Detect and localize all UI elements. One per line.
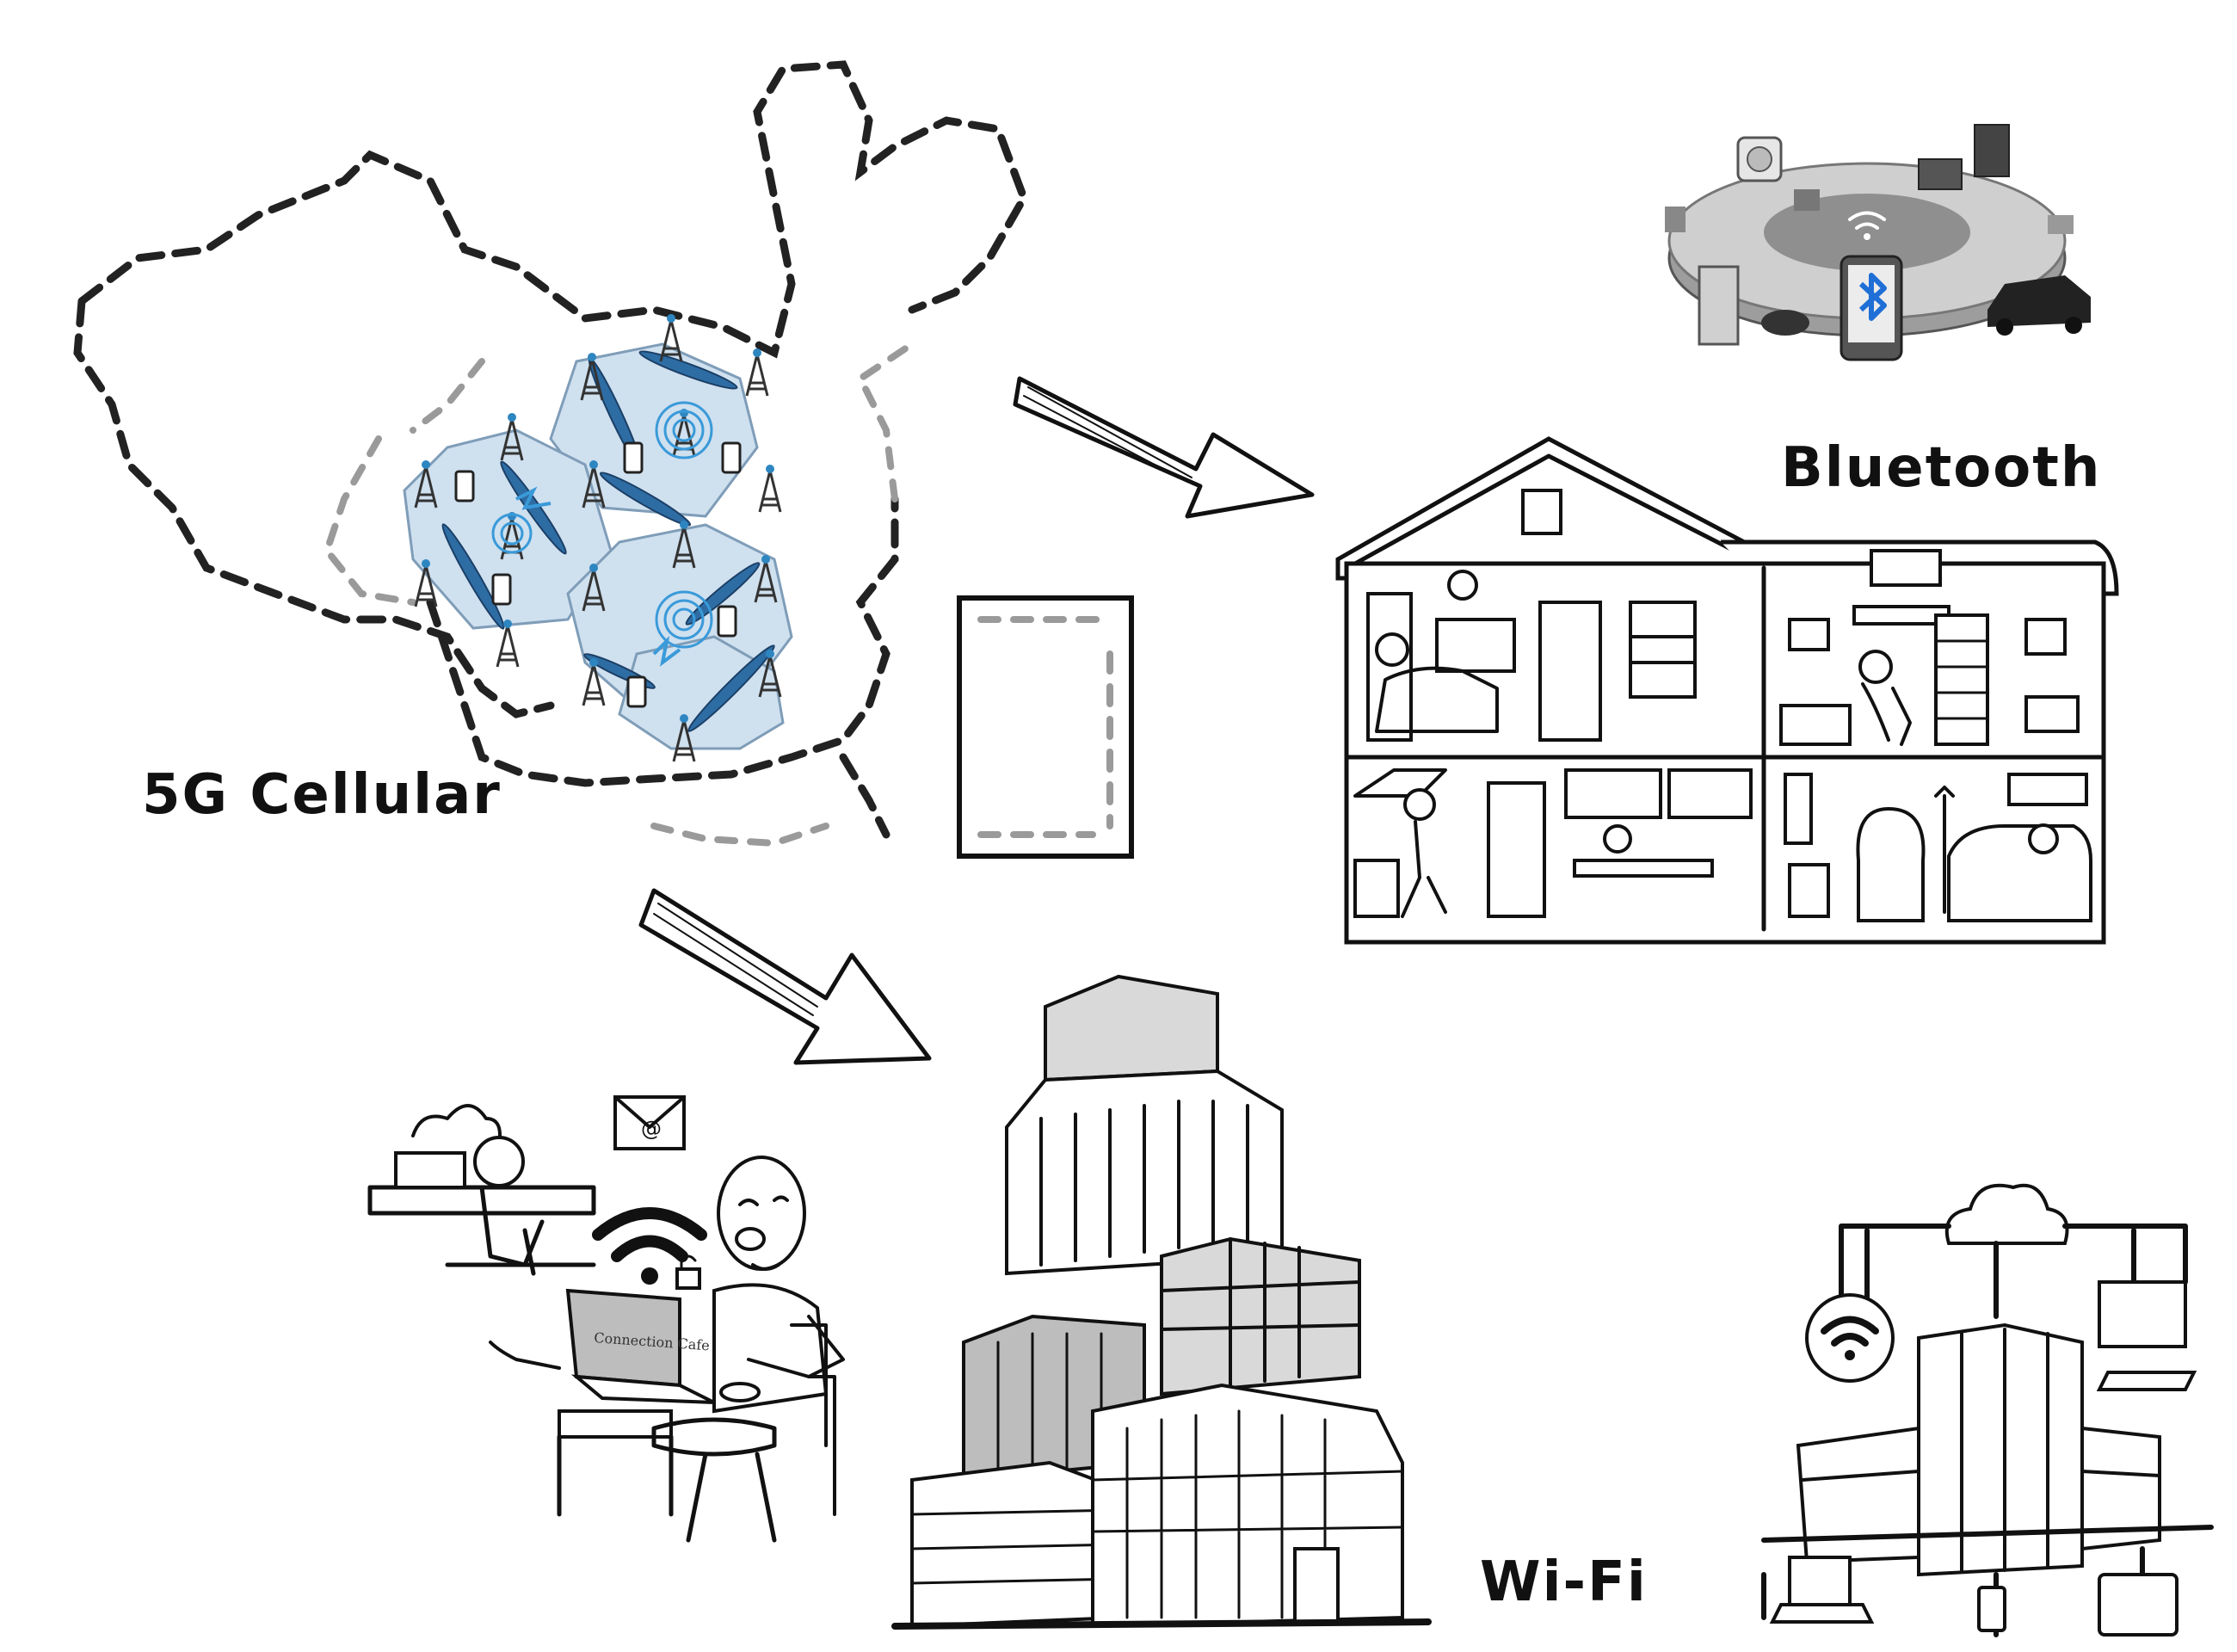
desktop-monitor-icon (2096, 1280, 2197, 1391)
laptop-icon (1769, 1556, 1875, 1624)
map-inset-frame (957, 595, 1134, 859)
cell-tower-icon (659, 314, 683, 362)
mobile-phone-icon (626, 675, 647, 708)
email-icon: @ (613, 1095, 686, 1150)
cell-tower-icon (414, 460, 438, 509)
mobile-phone-icon (717, 605, 737, 638)
cell-tower-icon (496, 620, 520, 668)
cafe-scene: @ Connection Cafe (367, 1095, 845, 1543)
bluetooth-device-ring (1665, 124, 2091, 361)
cell-towers (414, 314, 782, 762)
sketch-arrow-icon (638, 888, 932, 1065)
cellular-beams (441, 350, 775, 732)
cloud-icon (1944, 1183, 2069, 1245)
cell-tower-icon (672, 714, 696, 762)
wifi-icon (592, 1207, 707, 1285)
mobile-phone-icon (721, 441, 742, 474)
signal-rings (491, 401, 713, 649)
cell-tower-icon (414, 559, 438, 607)
map-outline-icon (73, 60, 1028, 848)
svg-text:@: @ (641, 1117, 662, 1141)
padlock-icon (675, 1254, 701, 1290)
sketch-arrow-icon (1013, 376, 1315, 519)
mobile-phones (454, 441, 742, 708)
label-bluetooth: Bluetooth (1781, 436, 2101, 500)
cell-tower-icon (580, 353, 604, 401)
mobile-phone-icon (1977, 1586, 2006, 1632)
cell-tower-icon (745, 348, 769, 397)
tablet-icon (2098, 1573, 2178, 1637)
cell-tower-icon (500, 413, 524, 461)
wifi-icon (1805, 1293, 1895, 1383)
cell-tower-icon (582, 460, 606, 509)
cell-tower-icon (582, 564, 606, 612)
cell-tower-icon (672, 521, 696, 569)
bluetooth-icon (1858, 273, 1887, 321)
mobile-phone-icon (491, 573, 512, 606)
cell-tower-icon (754, 555, 778, 603)
mobile-phone-icon (454, 470, 475, 502)
mobile-phone-icon (623, 441, 644, 474)
label-5g-cellular: 5G Cellular (142, 763, 502, 827)
cell-tower-icon (582, 658, 606, 706)
office-towers (891, 974, 1432, 1630)
label-wifi: Wi-Fi (1480, 1550, 1648, 1614)
house-cutaway (1335, 436, 2119, 945)
cell-tower-icon (758, 650, 782, 698)
cell-tower-icon (758, 465, 782, 513)
wifi-network (1761, 1183, 2214, 1637)
